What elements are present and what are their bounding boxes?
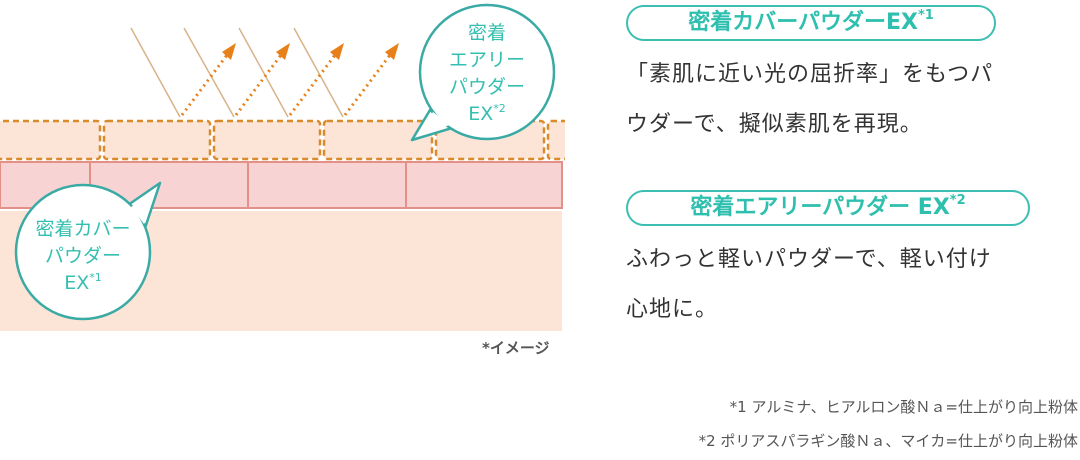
bubble-cover-line2: パウダー — [44, 245, 121, 267]
bubble-airy-line1: 密着 — [467, 22, 506, 44]
footnote-1: *1 アルミナ、ヒアルロン酸Ｎａ=仕上がり向上粉体 — [729, 398, 1078, 416]
bubble-airy-line3: パウダー — [448, 76, 525, 98]
product-title-cover: 密着カバーパウダーEX*1 — [626, 5, 996, 41]
bubble-cover-label: 密着カバー パウダー EX*1 — [23, 216, 143, 297]
reflected-light-arrows — [180, 43, 399, 116]
incoming-light-rays — [130, 27, 344, 118]
bubble-airy-label: 密着 エアリー パウダー EX*2 — [427, 20, 547, 128]
bubble-airy-line2: エアリー — [448, 49, 525, 71]
product-desc-cover: 「素肌に近い光の屈折率」をもつパ ウダーで、擬似素肌を再現。 — [626, 50, 993, 150]
skin-layer-diagram — [0, 3, 565, 331]
desc-line: ふわっと軽いパウダーで、軽い付け — [626, 247, 992, 272]
bubble-airy-powder — [410, 3, 556, 142]
bubble-airy-line4: EX*2 — [468, 102, 506, 125]
bubble-cover-powder — [14, 181, 162, 321]
image-note: *イメージ — [482, 339, 550, 357]
desc-line: ウダーで、擬似素肌を再現。 — [626, 112, 923, 137]
bubble-cover-line1: 密着カバー — [35, 218, 131, 240]
product-desc-airy: ふわっと軽いパウダーで、軽い付け 心地に。 — [626, 235, 992, 335]
bubble-cover-line3: EX*1 — [64, 271, 102, 294]
footnote-2: *2 ポリアスパラギン酸Ｎａ、マイカ=仕上がり向上粉体 — [698, 432, 1078, 450]
desc-line: 心地に。 — [626, 297, 719, 322]
desc-line: 「素肌に近い光の屈折率」をもつパ — [626, 62, 994, 87]
product-title-airy: 密着エアリーパウダー EX*2 — [626, 190, 1030, 226]
